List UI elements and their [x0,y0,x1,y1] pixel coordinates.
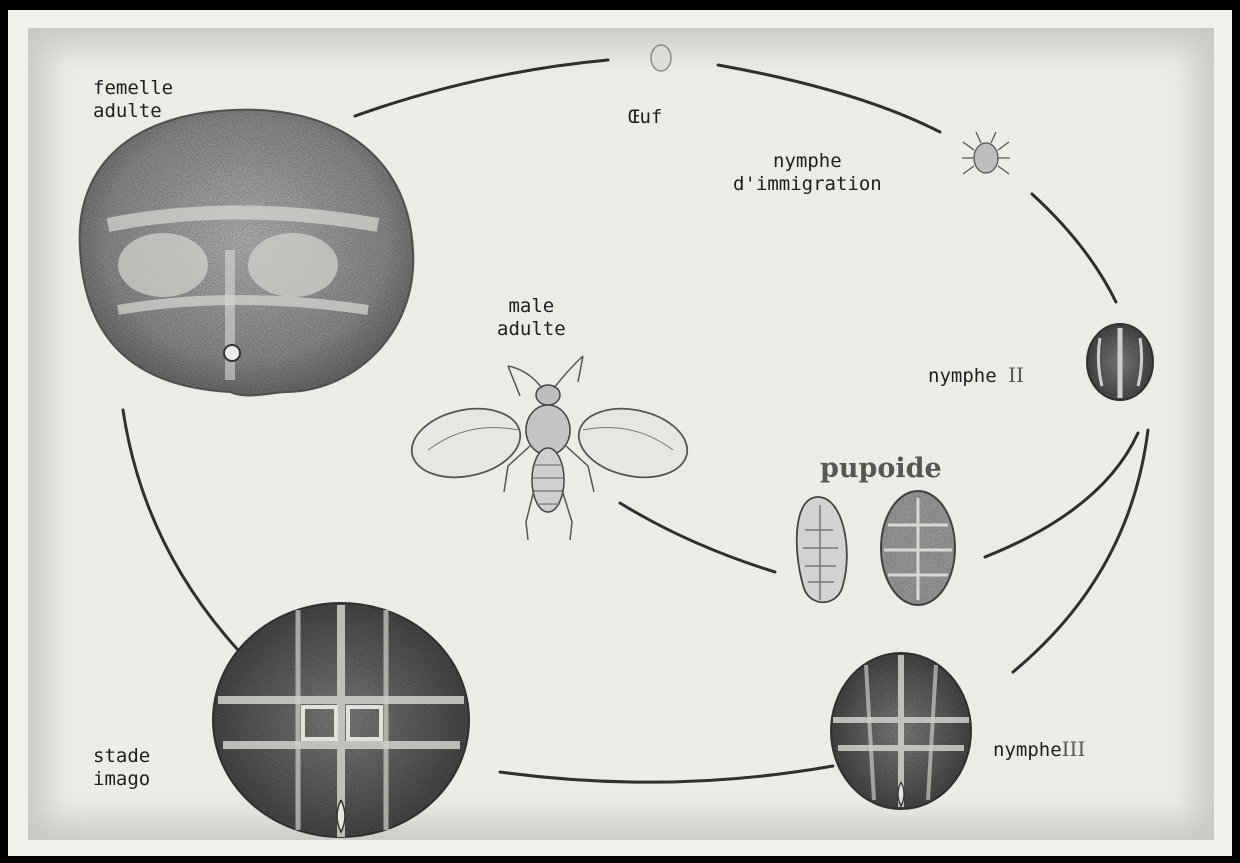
arc-nymphe-ii-to-pupoide [985,433,1138,557]
label-pupoide: pupoide [820,457,942,480]
arc-oeuf-to-nymphe-immigration [718,65,940,132]
arc-nymphe-ii-to-nymphe-iii [1013,430,1148,672]
male-adult-illustration [405,356,693,540]
arc-imago-to-femelle [123,410,238,650]
label-nymphe-iii: nympheIII [993,738,1085,762]
label-nymphe-iii-text: nymphe [993,739,1062,761]
label-male-adulte: male adulte [497,295,566,341]
arc-femelle-to-oeuf [355,60,608,116]
female-adult-illustration [80,110,414,396]
label-stade-imago: stade imago [93,745,150,791]
crawler-nymph-illustration [962,132,1010,174]
label-nymphe-ii-numeral: II [1008,363,1024,387]
label-nymphe-immigration: nymphe d'immigration [733,150,882,196]
arc-immigration-to-nymphe-ii [1032,194,1116,302]
label-femelle-adulte: femelle adulte [93,77,173,123]
pupoid-illustration [797,491,955,605]
label-nymphe-ii: nymphe II [928,364,1024,388]
image-frame: femelle adulte Œuf nymphe d'immigration … [8,10,1232,856]
nymph-iii-illustration [831,653,971,809]
arc-pupoide-to-male [620,503,775,572]
imago-stage-illustration [213,603,469,837]
nymph-ii-illustration [1087,324,1153,400]
egg-illustration [651,45,671,71]
label-nymphe-iii-numeral: III [1062,737,1086,761]
life-cycle-diagram [8,10,1232,856]
arc-nymphe-iii-to-imago [500,766,833,782]
label-oeuf: Œuf [628,106,662,129]
label-nymphe-ii-text: nymphe [928,365,997,387]
